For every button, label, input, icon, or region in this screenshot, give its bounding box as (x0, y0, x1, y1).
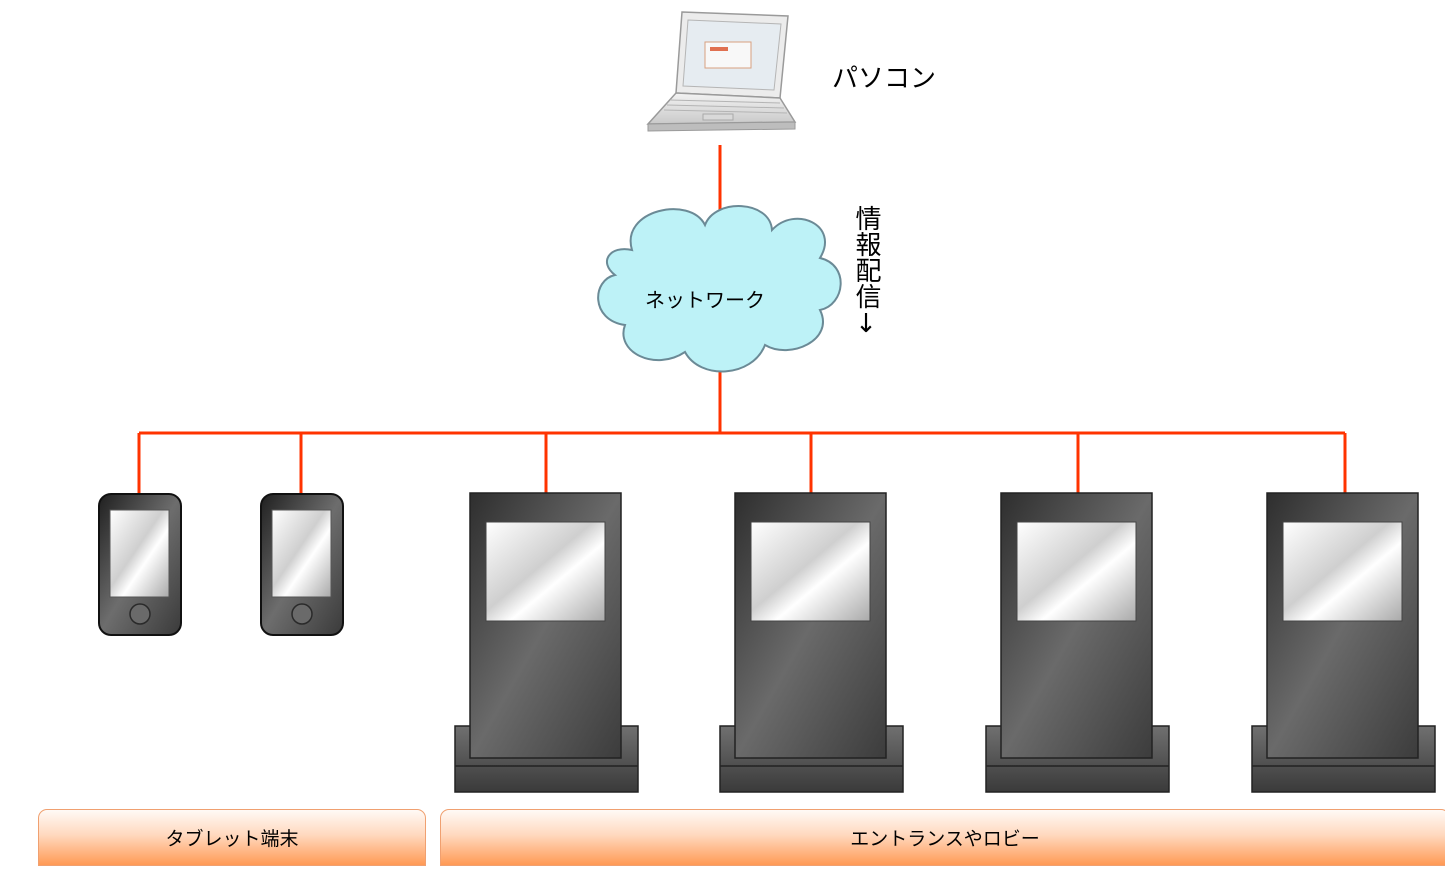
cloud-icon (597, 205, 842, 373)
tablet-category-label: タブレット端末 (165, 828, 299, 850)
digital-signage-icon (719, 492, 904, 793)
tablet-icon (260, 493, 344, 636)
entrance-category-label: エントランスやロビー (850, 828, 1040, 850)
info-distribution-label: 情報配信↓ (851, 205, 881, 339)
network-label: ネットワーク (645, 288, 765, 312)
laptop-icon (646, 11, 797, 132)
connection-lines (137, 145, 1347, 495)
digital-signage-icon (454, 492, 639, 793)
tablet-icon (98, 493, 182, 636)
digital-signage-icon (985, 492, 1170, 793)
digital-signage-icon (1251, 492, 1436, 793)
tablet-category-bar: タブレット端末 (38, 809, 426, 866)
entrance-category-bar: エントランスやロビー (440, 809, 1445, 866)
pc-label: パソコン (832, 64, 937, 94)
